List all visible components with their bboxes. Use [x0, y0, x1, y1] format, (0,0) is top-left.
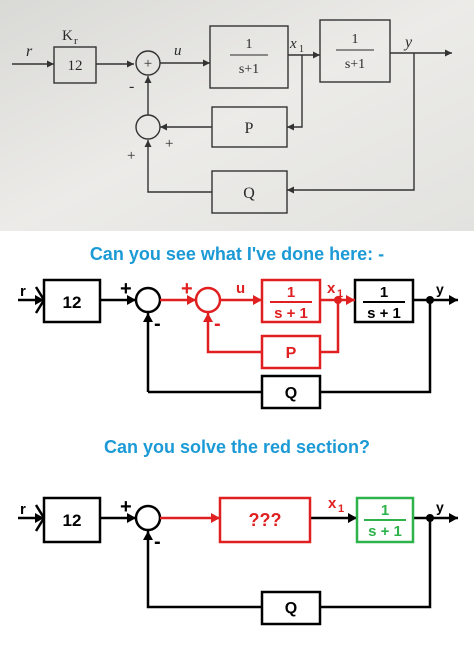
unknown-red-block — [218, 496, 312, 544]
takeoff-point-y — [426, 296, 434, 304]
photo-label-y: y — [403, 34, 413, 51]
label-r-2: r — [20, 501, 26, 518]
q-label: Q — [285, 385, 297, 402]
label-y-2: y — [436, 499, 444, 515]
label-u: u — [236, 280, 245, 297]
takeoff-point-y-2 — [426, 514, 434, 522]
label-x1-2: x — [328, 495, 337, 512]
green-block-1-over-s-plus-1 — [355, 496, 415, 544]
photo-gain-value: 12 — [68, 58, 83, 74]
photo-sum1-plus: + — [144, 56, 152, 72]
sum2-plus: + — [181, 278, 193, 300]
photo-sum2-plus-right: + — [165, 136, 173, 152]
sum2-minus: - — [214, 313, 221, 335]
block2-den: s + 1 — [367, 305, 401, 322]
paper-background — [0, 0, 474, 231]
summing-junction-1 — [134, 286, 162, 314]
photo-sum2-plus-left: + — [127, 148, 135, 164]
gain-value-2: 12 — [63, 511, 82, 530]
label-x1: x — [327, 280, 336, 297]
photo-label-r: r — [26, 43, 33, 60]
photo-label-u: u — [174, 43, 182, 59]
photo-block2-num: 1 — [352, 32, 359, 47]
label-r: r — [20, 283, 26, 300]
photo-sum1-minus: - — [129, 78, 134, 95]
photo-label-k-sub: r — [74, 35, 78, 47]
unknown-block-label: ??? — [249, 510, 282, 530]
label-x1-sub-2: 1 — [338, 503, 344, 515]
question-2-heading: Can you solve the red section? — [103, 437, 371, 457]
red-block1-den: s + 1 — [274, 305, 308, 322]
photo-q-label: Q — [243, 185, 255, 202]
photo-block1-den: s+1 — [239, 62, 259, 77]
photo-label-x-sub: 1 — [299, 44, 304, 55]
block2-num: 1 — [380, 284, 388, 301]
photo-p-label: P — [245, 120, 254, 137]
photo-label-x: x — [289, 36, 297, 52]
label-x1-sub: 1 — [337, 288, 343, 300]
simplified-diagram: r 12 + - ??? x 1 1 s + 1 y Q — [18, 495, 458, 626]
sum3-minus: - — [154, 531, 161, 553]
photo-block-1-over-s-plus-1-second — [319, 19, 391, 83]
photo-gain-block — [53, 46, 97, 84]
photo-block1-num: 1 — [246, 37, 253, 52]
summing-junction-3 — [134, 504, 162, 532]
photo-label-k: K — [62, 28, 73, 44]
annotated-diagram: r 12 + - + - u 1 s + 1 x 1 1 s + 1 y P Q — [18, 278, 458, 410]
photo-block2-den: s+1 — [345, 57, 365, 72]
question-1-heading: Can you see what I've done here: - — [89, 244, 385, 264]
photo-block-1-over-s-plus-1 — [209, 25, 289, 89]
green-block-num: 1 — [381, 502, 389, 519]
green-block-den: s + 1 — [368, 523, 402, 540]
sum3-plus: + — [120, 496, 132, 518]
label-y: y — [436, 281, 444, 297]
textbook-photo-diagram: r K r 12 + - u 1 s+1 x 1 1 s+1 y P Q + + — [0, 0, 474, 231]
takeoff-point-x1 — [334, 296, 342, 304]
q-label-2: Q — [285, 600, 297, 617]
red-block1-num: 1 — [287, 284, 295, 301]
red-p-label: P — [286, 345, 297, 362]
sum1-plus: + — [120, 278, 132, 300]
gain-block-2 — [42, 496, 102, 544]
sum1-minus: - — [154, 313, 161, 335]
gain-value: 12 — [63, 293, 82, 312]
summing-junction-2-red — [194, 286, 222, 314]
